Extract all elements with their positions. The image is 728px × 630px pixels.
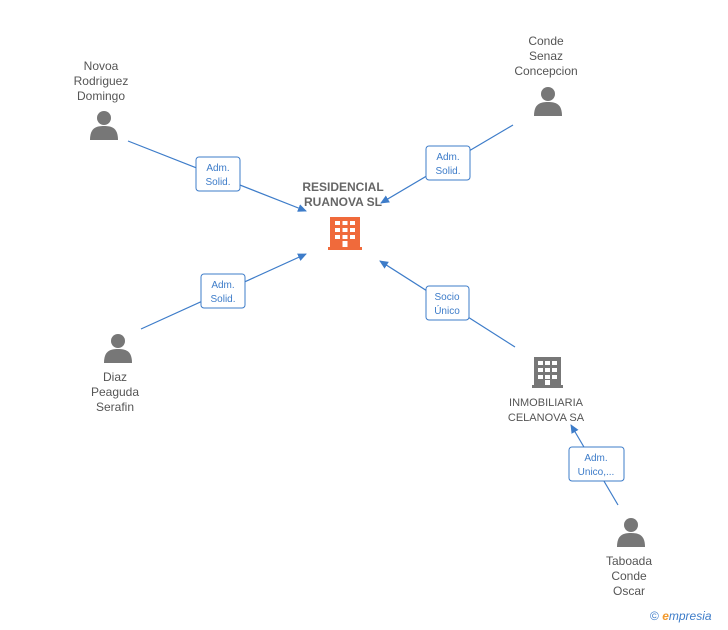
edge-badge[interactable]: Adm. Solid. [195,156,241,192]
person-label-line: Taboada [606,554,652,568]
person-node-taboada[interactable]: Taboada Conde Oscar [606,518,652,598]
person-node-novoa[interactable]: Novoa Rodriguez Domingo [74,59,129,140]
edge-badge-line: Adm. [584,453,607,464]
person-label-line: Rodriguez [74,74,129,88]
building-icon [532,357,563,388]
person-icon [534,87,562,116]
center-company-label-line: RUANOVA SL [304,195,382,209]
person-icon [90,111,118,140]
edge-badge-line: Socio [434,292,459,303]
person-node-diaz[interactable]: Diaz Peaguda Serafin [91,334,139,414]
person-icon [104,334,132,363]
center-company-node[interactable]: RESIDENCIAL RUANOVA SL [302,180,384,250]
person-label-line: Domingo [77,89,125,103]
edge-badge-line: Adm. [206,163,229,174]
edge-badge-line: Adm. [436,152,459,163]
person-label-line: Novoa [84,59,119,73]
edge-badge-line: Solid. [205,177,230,188]
edge-badge-line: Adm. [211,280,234,291]
brand-logo[interactable]: empresia [662,609,712,623]
copyright-icon: © [650,609,659,623]
building-icon [328,217,362,250]
edge-badge[interactable]: Adm. Solid. [425,145,471,181]
edge-badge[interactable]: Adm. Solid. [200,273,246,309]
person-label-line: Senaz [529,49,563,63]
company-node-inmobiliaria[interactable]: INMOBILIARIA CELANOVA SA [508,357,585,424]
person-label-line: Serafin [96,400,134,414]
person-label-line: Oscar [613,584,645,598]
edge-badge-line: Unico,... [578,467,615,478]
center-company-label-line: RESIDENCIAL [302,180,383,194]
person-node-conde[interactable]: Conde Senaz Concepcion [514,34,578,116]
person-label-line: Diaz [103,370,127,384]
person-label-line: Conde [528,34,564,48]
person-label-line: Peaguda [91,385,139,399]
edge-badge-line: Único [434,304,460,317]
person-icon [617,518,645,547]
person-label-line: Conde [611,569,647,583]
person-label-line: Concepcion [514,64,577,78]
edge-badge-line: Solid. [435,166,460,177]
edge-badge[interactable]: Socio Único [425,285,470,321]
company-label-line: CELANOVA SA [508,412,585,424]
edge-badge[interactable]: Adm. Unico,... [568,446,625,482]
company-label-line: INMOBILIARIA [509,397,584,409]
brand-footer: © empresia [650,609,712,623]
edge-badge-line: Solid. [210,294,235,305]
